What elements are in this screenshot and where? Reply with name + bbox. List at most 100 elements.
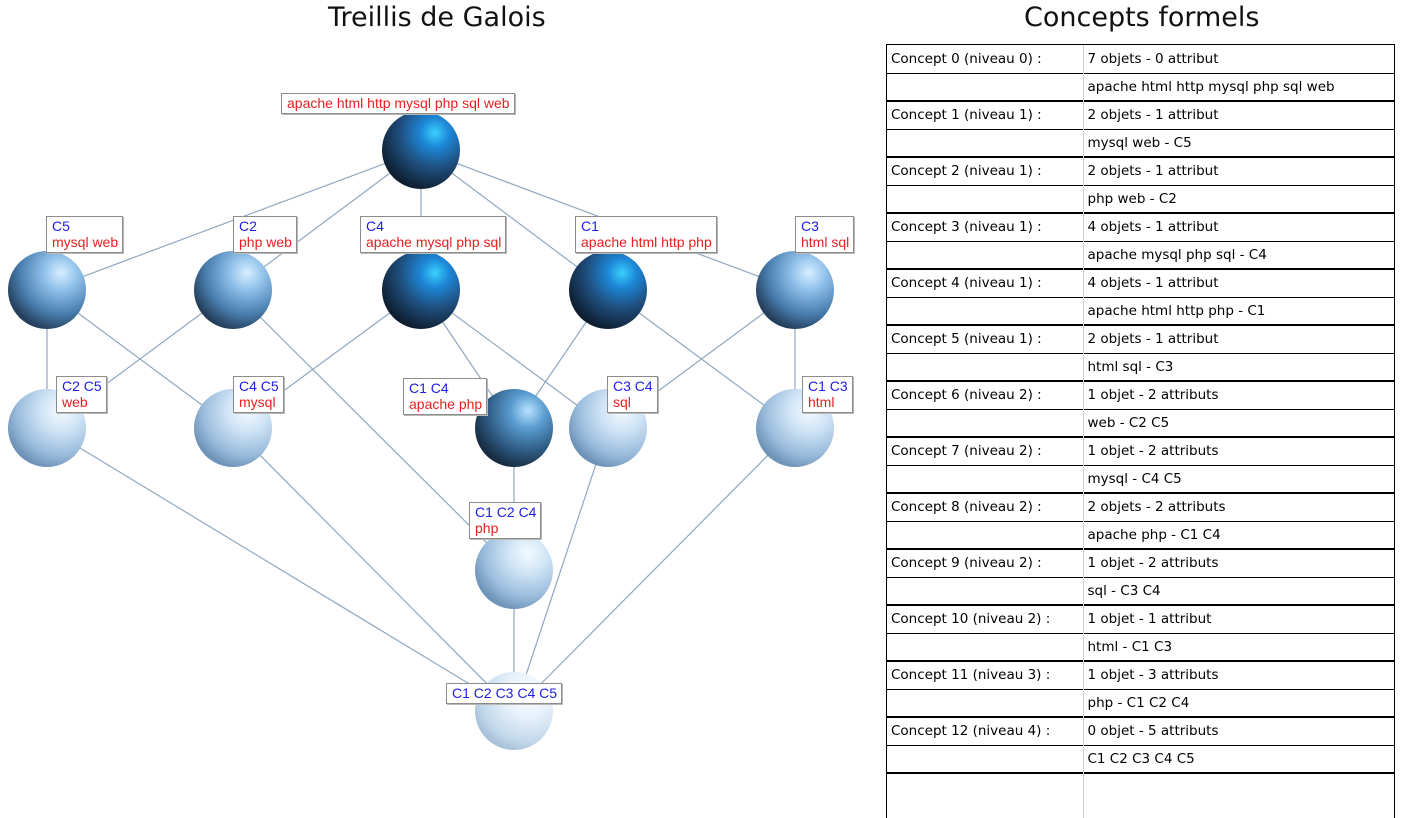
lattice-title: Treillis de Galois: [328, 2, 546, 33]
node-intent: php: [475, 520, 499, 536]
empty-cell: [887, 745, 1084, 774]
concept-summary: 1 objet - 2 attributs: [1083, 437, 1394, 466]
concept-detail: mysql - C4 C5: [1083, 465, 1394, 494]
concept-summary: 2 objets - 1 attribut: [1083, 157, 1394, 186]
concept-node-c1c4[interactable]: [475, 389, 553, 467]
concept-name: Concept 6 (niveau 2) :: [887, 381, 1084, 410]
concept-summary: 4 objets - 1 attribut: [1083, 213, 1394, 242]
empty-cell: [887, 353, 1084, 382]
concept-row: Concept 4 (niveau 1) :4 objets - 1 attri…: [887, 269, 1394, 298]
concept-row: Concept 10 (niveau 2) :1 objet - 1 attri…: [887, 605, 1394, 634]
node-extent: C4: [366, 218, 384, 234]
node-intent: mysql web: [52, 234, 119, 250]
concept-name: Concept 4 (niveau 1) :: [887, 269, 1084, 298]
node-intent: sql: [613, 394, 631, 410]
concept-detail-row: C1 C2 C3 C4 C5: [887, 745, 1394, 774]
node-extent: C2 C5: [62, 378, 102, 394]
concept-name: Concept 11 (niveau 3) :: [887, 661, 1084, 690]
node-extent: C3 C4: [613, 378, 653, 394]
node-intent: apache html http mysql php sql web: [287, 95, 510, 111]
node-label-top: apache html http mysql php sql web: [281, 93, 515, 114]
concept-summary: 1 objet - 2 attributs: [1083, 549, 1394, 578]
node-extent: C1 C4: [409, 380, 449, 396]
empty-cell: [887, 633, 1084, 662]
edge-c2-c1c2c4: [232, 289, 515, 571]
concept-node-c1c2c4[interactable]: [475, 531, 553, 609]
concept-row: Concept 12 (niveau 4) :0 objet - 5 attri…: [887, 717, 1394, 746]
concept-detail: apache php - C1 C4: [1083, 521, 1394, 550]
concept-node-c5[interactable]: [8, 251, 86, 329]
empty-cell: [887, 689, 1084, 718]
concept-name: Concept 0 (niveau 0) :: [887, 45, 1084, 74]
concept-row: Concept 5 (niveau 1) :2 objets - 1 attri…: [887, 325, 1394, 354]
empty-cell: [887, 521, 1084, 550]
empty-cell: [887, 73, 1084, 102]
concept-detail: mysql web - C5: [1083, 129, 1394, 158]
concept-summary: 2 objets - 1 attribut: [1083, 101, 1394, 130]
empty-cell: [887, 241, 1084, 270]
empty-cell: [887, 465, 1084, 494]
concept-detail-row: php - C1 C2 C4: [887, 689, 1394, 718]
node-intent: php web: [239, 234, 292, 250]
node-intent: apache html http php: [581, 234, 712, 250]
concept-detail-row: apache php - C1 C4: [887, 521, 1394, 550]
concept-summary: 7 objets - 0 attribut: [1083, 45, 1394, 74]
concept-name: Concept 8 (niveau 2) :: [887, 493, 1084, 522]
concept-detail: php - C1 C2 C4: [1083, 689, 1394, 718]
node-extent: C1 C3: [808, 378, 848, 394]
concept-detail-row: sql - C3 C4: [887, 577, 1394, 606]
edge-c4c5-bottom: [232, 427, 515, 712]
node-intent: html sql: [801, 234, 850, 250]
concept-name: Concept 9 (niveau 2) :: [887, 549, 1084, 578]
concept-name: Concept 3 (niveau 1) :: [887, 213, 1084, 242]
concept-row: Concept 0 (niveau 0) :7 objets - 0 attri…: [887, 45, 1394, 74]
node-extent: C1 C2 C3 C4 C5: [452, 685, 558, 701]
column-divider: [1083, 45, 1084, 818]
node-intent: web: [62, 394, 88, 410]
node-extent: C5: [52, 218, 70, 234]
concept-node-c2[interactable]: [194, 251, 272, 329]
node-intent: apache php: [409, 396, 483, 412]
node-intent: mysql: [239, 394, 276, 410]
concept-detail-row: apache mysql php sql - C4: [887, 241, 1394, 270]
concept-name: Concept 1 (niveau 1) :: [887, 101, 1084, 130]
empty-cell: [887, 185, 1084, 214]
concept-detail: apache mysql php sql - C4: [1083, 241, 1394, 270]
concept-name: Concept 5 (niveau 1) :: [887, 325, 1084, 354]
concept-detail: php web - C2: [1083, 185, 1394, 214]
concept-summary: 1 objet - 2 attributs: [1083, 381, 1394, 410]
concept-detail: sql - C3 C4: [1083, 577, 1394, 606]
node-label-bottom: C1 C2 C3 C4 C5: [446, 683, 563, 704]
concept-summary: 0 objet - 5 attributs: [1083, 717, 1394, 746]
node-extent: C3: [801, 218, 819, 234]
concept-summary: 1 objet - 1 attribut: [1083, 605, 1394, 634]
concept-node-c4[interactable]: [382, 251, 460, 329]
concept-node-c1[interactable]: [569, 251, 647, 329]
concept-summary: 2 objets - 1 attribut: [1083, 325, 1394, 354]
concept-row: Concept 3 (niveau 1) :4 objets - 1 attri…: [887, 213, 1394, 242]
concept-node-c3[interactable]: [756, 251, 834, 329]
empty-cell: [887, 297, 1084, 326]
empty-cell: [887, 409, 1084, 438]
edge-c3c4-bottom: [513, 427, 609, 712]
edge-c1c3-bottom: [513, 427, 796, 712]
concept-detail-row: php web - C2: [887, 185, 1394, 214]
concept-node-top[interactable]: [382, 111, 460, 189]
concept-name: Concept 10 (niveau 2) :: [887, 605, 1084, 634]
concepts-table: Concept 0 (niveau 0) :7 objets - 0 attri…: [886, 44, 1395, 818]
concept-detail-row: apache html http mysql php sql web: [887, 73, 1394, 102]
concept-row: Concept 11 (niveau 3) :1 objet - 3 attri…: [887, 661, 1394, 690]
empty-cell: [887, 577, 1084, 606]
concept-row: Concept 1 (niveau 1) :2 objets - 1 attri…: [887, 101, 1394, 130]
